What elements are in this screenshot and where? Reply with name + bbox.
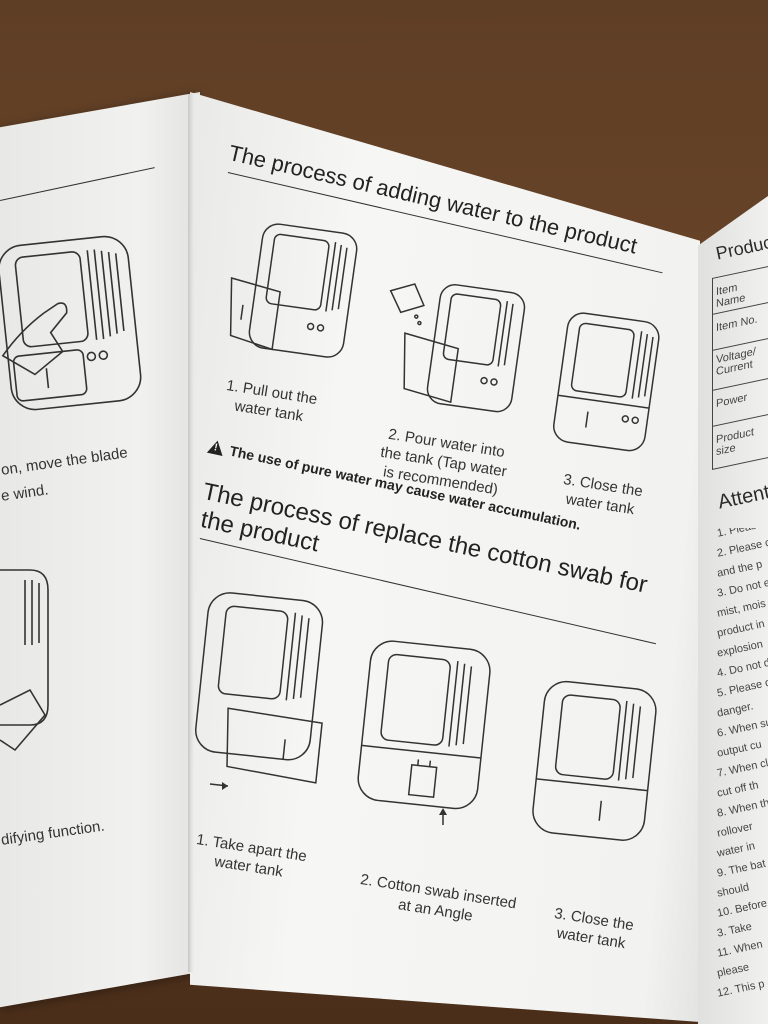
attention-list: 1. Please fu 2. Please ch and the p 3. D… <box>716 528 768 1018</box>
fan-blade-illustration <box>0 235 142 411</box>
step-close-tank-illustration <box>553 312 660 452</box>
step-close-tank-2-illustration <box>532 680 657 841</box>
step-pull-out-tank-illustration <box>229 223 358 358</box>
center-manual-panel <box>190 92 700 1022</box>
step-insert-swab-illustration <box>357 640 491 825</box>
humidifier-illustration-left <box>0 569 49 752</box>
warning-triangle-icon <box>206 438 226 456</box>
step-pour-water-illustration <box>389 283 526 413</box>
right-panel-table: Item Name Item No. Voltage/ Current Powe… <box>712 265 768 470</box>
step-take-apart-tank-illustration <box>194 592 324 790</box>
fold-shadow <box>188 92 194 972</box>
right-manual-panel <box>698 196 768 1024</box>
